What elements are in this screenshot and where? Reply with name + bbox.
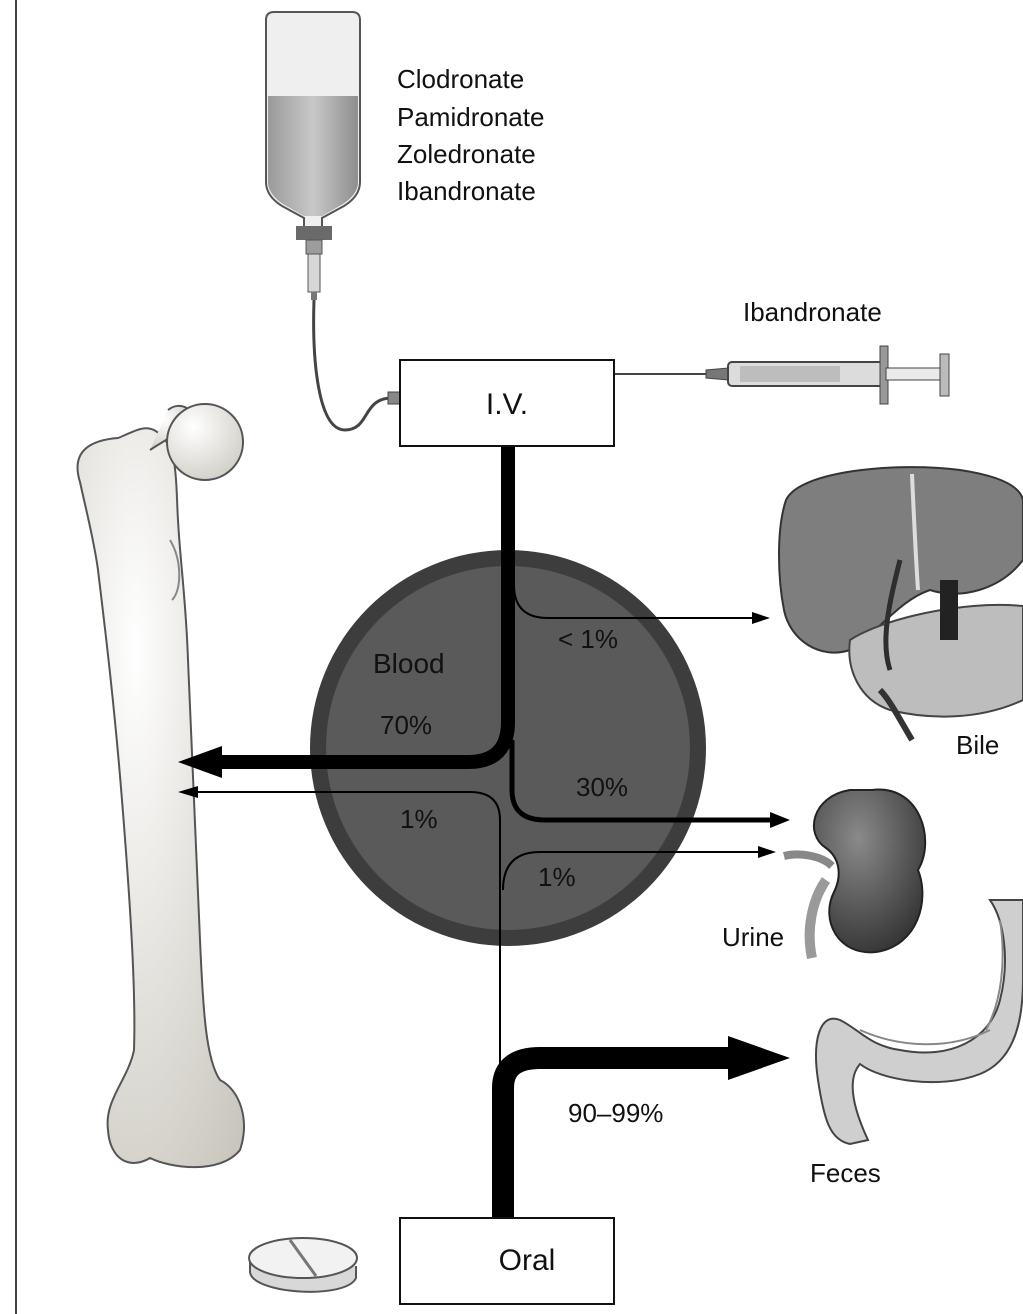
arrowhead-feces xyxy=(728,1036,790,1080)
syringe-icon xyxy=(614,346,949,404)
arrowhead-urine-oral xyxy=(758,846,776,858)
iv-box: I.V. xyxy=(400,360,614,446)
pct-urine-oral-label: 1% xyxy=(538,862,576,892)
flow-oral-to-feces xyxy=(503,1058,730,1218)
iv-drug-1: Clodronate xyxy=(397,64,524,94)
femur-bone-icon xyxy=(78,404,244,1167)
iv-drug-2: Pamidronate xyxy=(397,102,544,132)
pct-bone-oral-label: 1% xyxy=(400,804,438,834)
bile-label: Bile xyxy=(956,730,999,760)
pill-tablet-icon xyxy=(249,1238,357,1292)
blood-label: Blood xyxy=(373,648,445,679)
iv-box-label: I.V. xyxy=(486,388,528,421)
iv-bottle-icon xyxy=(266,12,400,430)
iv-drug-list: Clodronate Pamidronate Zoledronate Iband… xyxy=(397,64,544,206)
kidney-icon xyxy=(784,790,925,958)
iv-drug-3: Zoledronate xyxy=(397,139,536,169)
pct-urine-iv-label: 30% xyxy=(576,772,628,802)
pct-feces-label: 90–99% xyxy=(568,1098,663,1128)
liver-icon xyxy=(779,467,1023,740)
oral-box: Oral xyxy=(400,1218,614,1304)
feces-label: Feces xyxy=(810,1158,881,1188)
oral-box-label: Oral xyxy=(499,1244,556,1277)
pct-bile-label: < 1% xyxy=(558,624,618,654)
pct-bone-iv-label: 70% xyxy=(380,710,432,740)
iv-drug-4: Ibandronate xyxy=(397,176,536,206)
injection-drug-label: Ibandronate xyxy=(743,297,882,327)
arrowhead-urine-iv xyxy=(770,812,790,828)
urine-label: Urine xyxy=(722,922,784,952)
arrowhead-bile xyxy=(752,612,770,624)
